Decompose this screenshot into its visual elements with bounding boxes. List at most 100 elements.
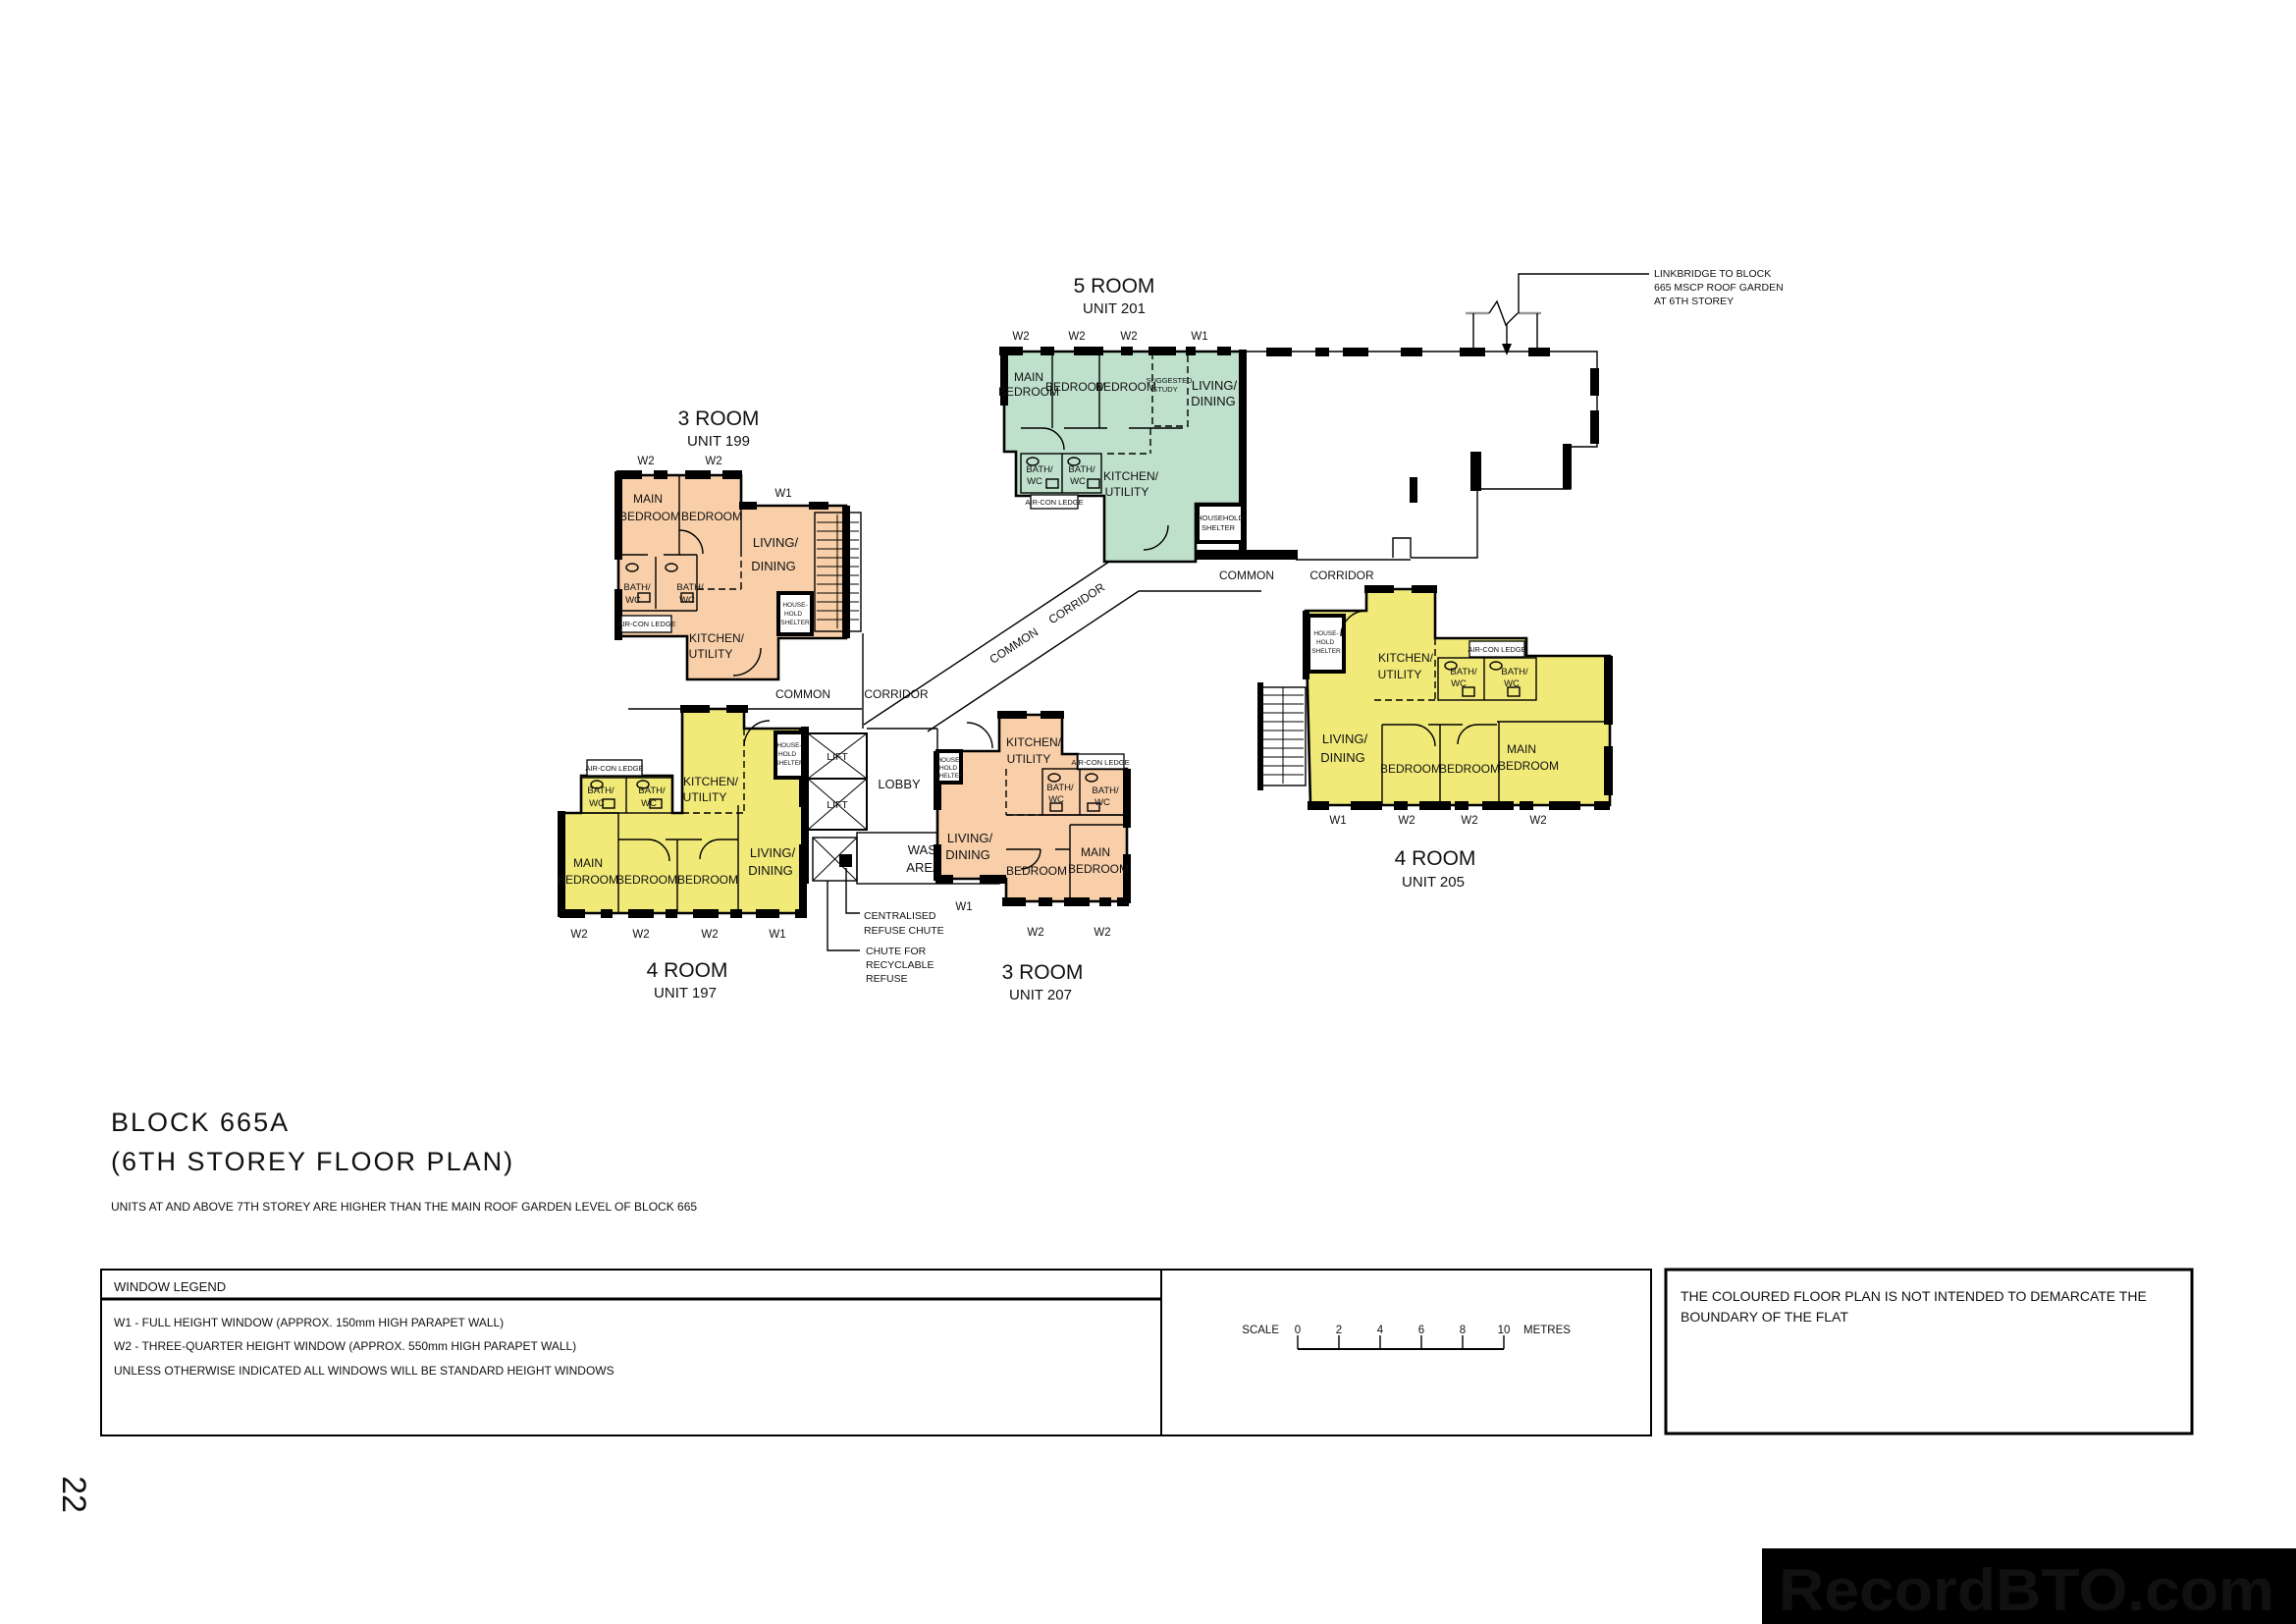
unit-type-title: 4 ROOM (1395, 847, 1476, 870)
unit-type-title: 3 ROOM (678, 407, 760, 430)
household-shelter-box (935, 749, 963, 785)
sink-icon (1489, 661, 1503, 671)
window-label: W2 (1120, 331, 1137, 343)
room-label: AIR-CON LEDGE (1025, 498, 1083, 507)
legend-header: WINDOW LEGEND (114, 1279, 226, 1294)
room-label: MAIN (633, 492, 663, 506)
stair-treads (1263, 687, 1304, 784)
window-label: W2 (1027, 927, 1043, 939)
unit-197: MAIN BEDROOM BEDROOM BEDROOM LIVING/ DIN… (558, 705, 807, 1001)
room-label: WC (1048, 794, 1064, 805)
wash-area-label: AREA (906, 860, 941, 875)
lobby-label: LOBBY (878, 777, 921, 791)
unit-207: KITCHEN/ UTILITY LIVING/ DINING BEDROOM … (934, 711, 1131, 1003)
room-label: WC (679, 595, 695, 606)
window-label: W2 (1094, 927, 1110, 939)
lift-shaft (807, 778, 868, 831)
window-label: W2 (637, 456, 654, 467)
sink-icon (1047, 773, 1061, 783)
annotation-line: LINKBRIDGE TO BLOCK (1654, 268, 1771, 280)
break-symbol-icon (1488, 299, 1519, 327)
room-label: SHELTER (934, 773, 964, 780)
corridor-label: CORRIDOR (864, 687, 929, 701)
scale-tick-label: 2 (1336, 1325, 1342, 1336)
scale-tick-label: 8 (1460, 1325, 1466, 1336)
room-label: BEDROOM (1498, 759, 1559, 773)
household-shelter-box (1307, 614, 1346, 674)
legend-row-w1: W1 - FULL HEIGHT WINDOW (APPROX. 150mm H… (114, 1316, 504, 1329)
aircon-ledge-box (586, 759, 643, 777)
room-label: BATH/ (676, 582, 704, 593)
room-label: MAIN (573, 856, 603, 870)
room-label: HOLD (939, 765, 957, 772)
title-block: BLOCK 665A (6TH STOREY FLOOR PLAN) UNITS… (111, 1108, 697, 1214)
unit-201-fill (1004, 352, 1245, 562)
annotation-line: REFUSE (866, 973, 908, 985)
room-label: BEDROOM (998, 385, 1059, 399)
unit-number-title: UNIT 205 (1402, 874, 1465, 891)
lift-label: LIFT (827, 799, 848, 811)
corridor-south-west: COMMON CORRIDOR (628, 687, 929, 710)
room-label: DINING (1320, 750, 1365, 765)
unit-197-room-walls (561, 805, 739, 913)
room-label: AIR-CON LEDGE (1468, 645, 1525, 654)
scale-tick-label: 0 (1295, 1325, 1301, 1336)
room-label: SHELTER (1311, 648, 1341, 655)
room-label: WC (625, 595, 641, 606)
room-label: HOUSE- (936, 757, 961, 764)
unit-207-dashed-lines (1005, 769, 1042, 816)
wc-icon (1045, 478, 1059, 489)
room-label: BATH/ (1046, 783, 1074, 793)
room-label: MAIN (1507, 742, 1536, 756)
room-label: BEDROOM (681, 510, 742, 523)
sink-icon (665, 563, 678, 572)
aircon-ledge-box (1030, 494, 1079, 510)
leader-line (827, 868, 860, 951)
annotation-line: RECYCLABLE (866, 959, 934, 971)
aircon-ledge-box (1468, 640, 1525, 658)
room-label: LIVING/ (750, 845, 796, 860)
room-label: HOUSEHOLD (1197, 514, 1244, 522)
unit-201-bath-block (1020, 453, 1102, 494)
room-label: SHELTER (780, 620, 810, 626)
room-label: UTILITY (683, 790, 727, 804)
scale-label: SCALE (1242, 1325, 1279, 1336)
window-label: W2 (1012, 331, 1029, 343)
room-label: BATH/ (1026, 464, 1053, 475)
linkbridge-annotation: LINKBRIDGE TO BLOCK 665 MSCP ROOF GARDEN… (1466, 268, 1784, 355)
household-shelter-box (774, 731, 805, 780)
wc-icon (649, 798, 663, 809)
unit-205-room-walls (1381, 721, 1610, 805)
staircase-east (1257, 682, 1307, 790)
room-label: WC (589, 798, 605, 809)
room-label: WC (1027, 476, 1042, 487)
scale-tick-label: 4 (1377, 1325, 1384, 1336)
unit-type-title: 4 ROOM (647, 959, 728, 982)
unit-199-dashed-lines (697, 550, 742, 590)
unit-199-outline (616, 473, 848, 681)
corridor-label: COMMON (775, 687, 830, 701)
room-label: BEDROOM (616, 873, 677, 887)
window-label: W2 (1068, 331, 1085, 343)
sink-icon (1026, 457, 1040, 466)
aircon-ledge-box (1077, 753, 1125, 770)
sink-icon (1067, 457, 1081, 466)
room-label: WC (1070, 476, 1086, 487)
room-label: LIVING/ (947, 831, 993, 845)
annotation-line: CHUTE FOR (866, 946, 927, 957)
annotation-line: 665 MSCP ROOF GARDEN (1654, 282, 1784, 294)
unit-number-title: UNIT 201 (1083, 300, 1146, 317)
window-label: W1 (1329, 815, 1346, 827)
window-label: W1 (1191, 331, 1207, 343)
room-label: KITCHEN/ (689, 631, 745, 645)
window-label: W2 (632, 929, 649, 941)
room-label: HOUSE- (782, 602, 807, 609)
unit-199-room-walls (618, 475, 742, 612)
scale-bar-ticks (1297, 1335, 1505, 1349)
disclaimer-border (1664, 1268, 2194, 1435)
room-label: WC (1451, 678, 1467, 689)
room-label: BEDROOM (619, 510, 680, 523)
room-label: HOUSE- (1313, 630, 1338, 637)
window-label: W2 (701, 929, 718, 941)
room-label: SUGGESTED (1146, 376, 1193, 385)
